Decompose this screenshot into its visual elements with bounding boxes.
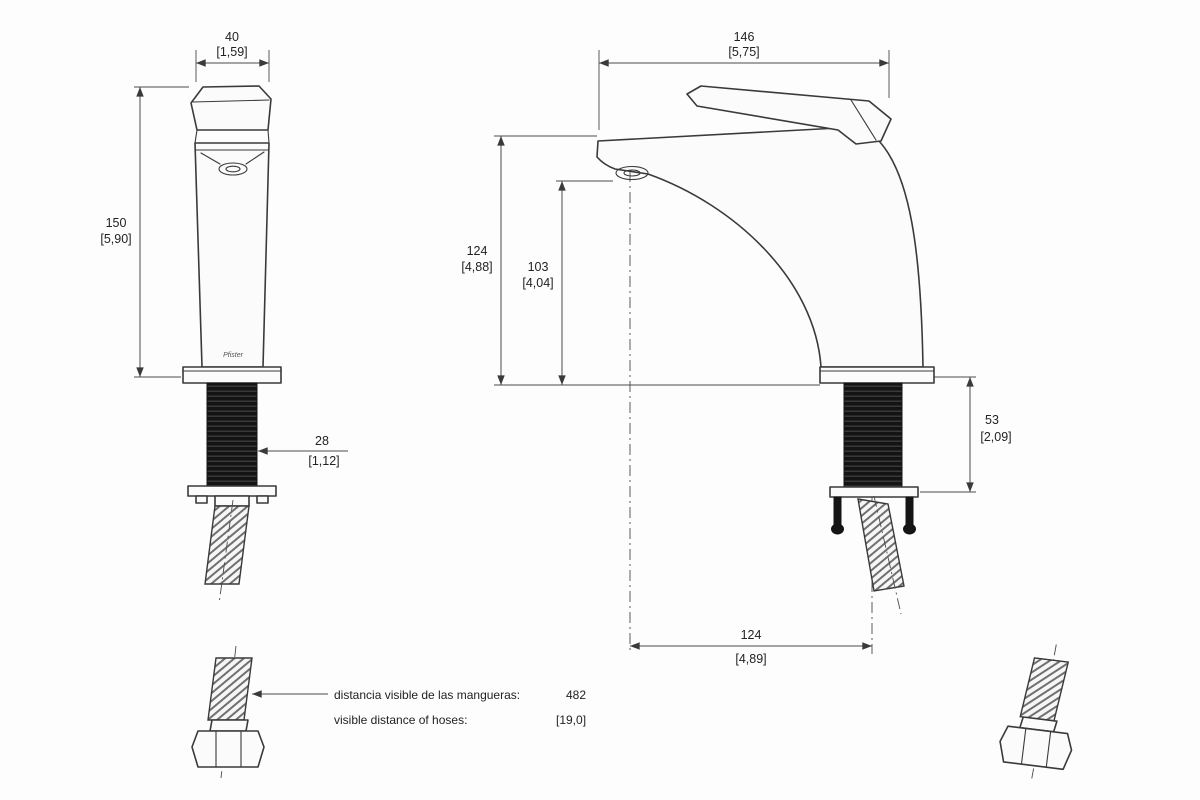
centerline	[218, 499, 234, 605]
deck-flange	[819, 366, 935, 384]
handle-knob	[190, 85, 272, 131]
hose-centerline	[873, 495, 902, 615]
hose-break-line	[1034, 657, 1069, 663]
notes-block: distancia visible de las mangueras: 482 …	[334, 688, 586, 727]
mounting-washer	[187, 485, 277, 497]
nut-facet-line	[1045, 730, 1052, 768]
dim-side-shank-length: 53 [2,09]	[920, 376, 1012, 493]
dim-side-shank-mm: 53	[985, 413, 999, 427]
dim-front-shank-in: [1,12]	[308, 454, 339, 468]
faucet-body-side	[596, 127, 924, 368]
dim-front-height-in: [5,90]	[100, 232, 131, 246]
dim-front-shank-diameter: 28 [1,12]	[257, 434, 348, 468]
dim-side-outlet-height-mm: 103	[528, 260, 549, 274]
hose-segment	[207, 657, 253, 721]
dim-side-reach-in: [4,89]	[735, 652, 766, 666]
dim-side-shank-in: [2,09]	[980, 430, 1011, 444]
aerator-inner	[225, 165, 241, 173]
aerator-outline	[615, 165, 649, 181]
hose-detail-right	[999, 644, 1073, 779]
dim-side-spout-height-in: [4,88]	[461, 260, 492, 274]
dim-side-spout-height-mm: 124	[467, 244, 488, 258]
threaded-shank	[206, 382, 258, 487]
handle-cap-line	[850, 99, 877, 141]
dim-front-overall-height: 150 [5,90]	[100, 86, 189, 378]
dim-side-depth-in: [5,75]	[728, 45, 759, 59]
note-es-value: 482	[566, 688, 586, 702]
hose-segment	[1019, 657, 1070, 722]
note-es-label: distancia visible de las mangueras:	[334, 688, 520, 702]
bolt-head-left	[831, 523, 844, 535]
hose-detail-left	[191, 645, 328, 779]
dim-front-width-in: [1,59]	[216, 45, 247, 59]
mounting-bolt-right	[905, 496, 914, 526]
deck-flange	[182, 366, 282, 384]
lever-handle	[686, 85, 892, 145]
mounting-bolt-left	[833, 496, 842, 526]
side-view: 146 [5,75] 124 [4,88] 103 [4,04] 53 [2,0…	[461, 30, 1011, 666]
faucet-body-front	[194, 142, 270, 368]
dim-front-handle-width: 40 [1,59]	[195, 30, 270, 82]
dim-side-reach-mm: 124	[741, 628, 762, 642]
hose-collar	[209, 719, 249, 732]
dim-side-outlet-height-in: [4,04]	[522, 276, 553, 290]
note-en-label: visible distance of hoses:	[334, 713, 467, 727]
handle-bevel-line	[192, 99, 270, 103]
spout-taper-lines	[200, 151, 265, 165]
mounting-locknut	[829, 486, 919, 498]
nut-facet-line	[1020, 727, 1027, 765]
dim-side-outlet-height: 103 [4,04]	[522, 180, 613, 386]
dim-front-shank-mm: 28	[315, 434, 329, 448]
threaded-shank	[843, 382, 903, 488]
dim-front-height-mm: 150	[106, 216, 127, 230]
aerator-inner	[623, 169, 641, 177]
bolt-head-right	[903, 523, 916, 535]
hose-hex-nut	[999, 725, 1073, 771]
front-view: 40 [1,59] 150 [5,90] 28 [1,12]	[100, 30, 348, 605]
dim-front-width-mm: 40	[225, 30, 239, 44]
dim-side-spout-height: 124 [4,88]	[461, 135, 820, 386]
aerator-outline	[218, 162, 248, 176]
note-en-value: [19,0]	[556, 713, 586, 727]
dim-side-overall-depth: 146 [5,75]	[598, 30, 890, 130]
washer-tab-left	[195, 495, 208, 504]
handle-joint	[194, 129, 270, 144]
faucet-side	[596, 85, 935, 615]
brand-logo-text: Pfister	[223, 352, 244, 359]
faucet-front: Pfister	[182, 85, 282, 605]
supply-hose-side	[857, 498, 905, 592]
hose-hex-nut	[191, 730, 265, 768]
dim-side-depth-mm: 146	[734, 30, 755, 44]
washer-tab-right	[256, 495, 269, 504]
